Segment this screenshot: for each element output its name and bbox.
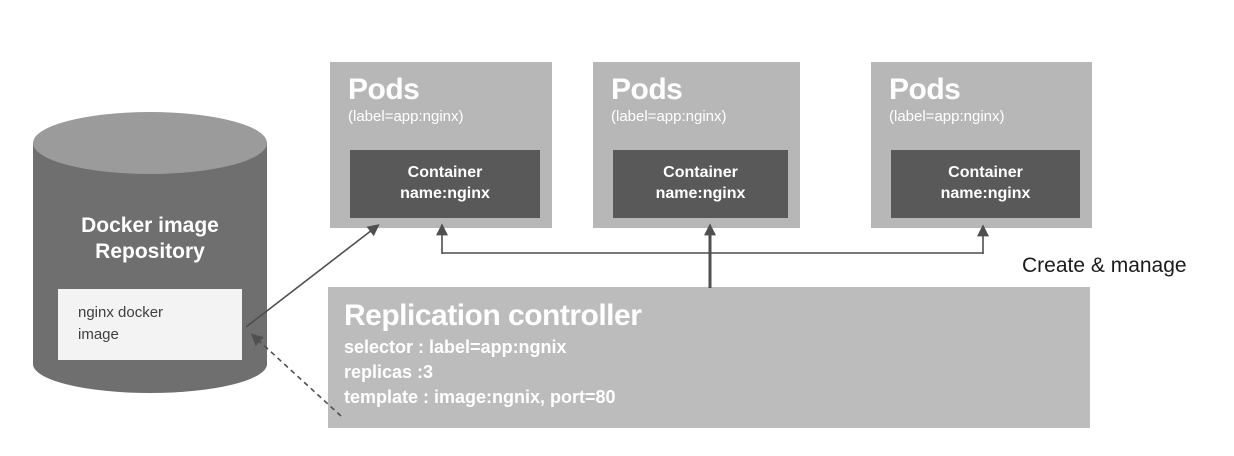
- pod-subtitle: (label=app:nginx): [611, 107, 727, 125]
- pod-title: Pods: [348, 73, 420, 106]
- container-title: Container: [407, 164, 483, 182]
- pod-title: Pods: [611, 73, 683, 106]
- replication-controller-box: Replication controller selector : label=…: [328, 287, 1090, 428]
- create-manage-label: Create & manage: [1022, 254, 1187, 277]
- repository-title: Docker image Repository: [33, 213, 267, 264]
- replication-controller-title: Replication controller: [344, 299, 642, 332]
- container-box: Container name:nginx: [891, 150, 1080, 218]
- pod-title: Pods: [889, 73, 961, 106]
- rc-selector-line: selector : label=app:ngnix: [344, 337, 567, 357]
- container-title: Container: [663, 164, 738, 182]
- nginx-image-label: nginx docker image: [78, 304, 164, 343]
- container-box: Container name:nginx: [613, 150, 788, 218]
- container-title: Container: [948, 164, 1023, 182]
- container-name: name:nginx: [400, 185, 490, 202]
- rc-template-line: template : image:ngnix, port=80: [344, 386, 616, 407]
- pod-box-3: Pods (label=app:nginx) Container name:ng…: [871, 62, 1092, 228]
- repository-title-text: Docker image Repository: [81, 214, 219, 263]
- nginx-image-box: nginx docker image: [58, 289, 242, 360]
- pod-subtitle: (label=app:nginx): [889, 107, 1005, 125]
- cylinder-top: [33, 112, 267, 174]
- container-name: name:nginx: [655, 185, 746, 202]
- replication-controller-details: selector : label=app:ngnix replicas :3 t…: [344, 335, 1074, 409]
- container-box: Container name:nginx: [350, 150, 540, 218]
- pod-subtitle: (label=app:nginx): [348, 107, 464, 125]
- pod-box-1: Pods (label=app:nginx) Container name:ng…: [330, 62, 552, 228]
- pod-box-2: Pods (label=app:nginx) Container name:ng…: [593, 62, 800, 228]
- container-name: name:nginx: [940, 185, 1031, 202]
- rc-replicas-line: replicas :3: [344, 361, 434, 382]
